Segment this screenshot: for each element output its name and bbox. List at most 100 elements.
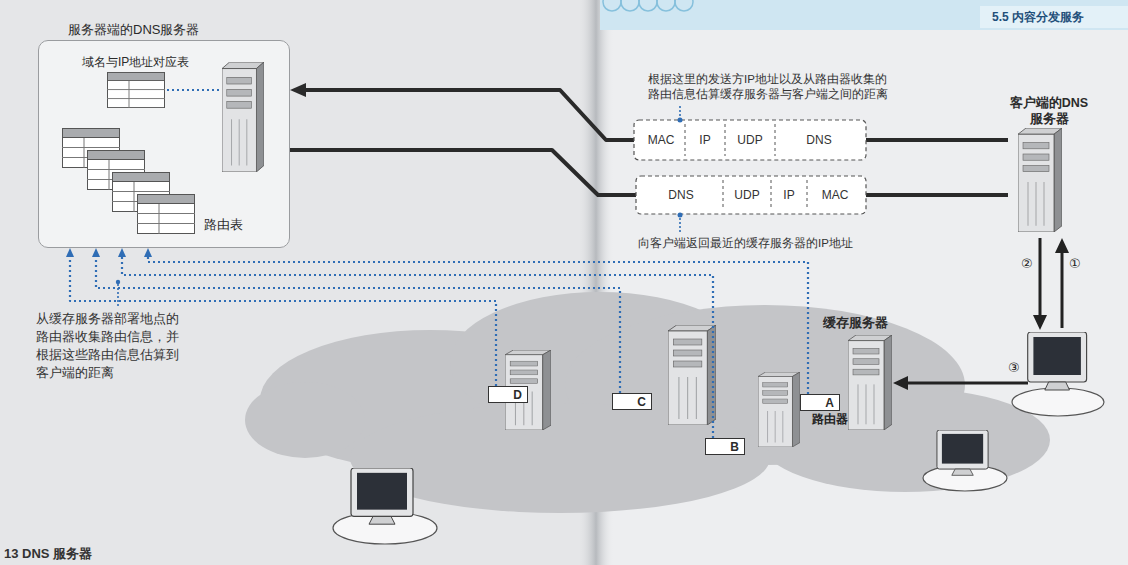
packet-frame-part [634,120,866,160]
packet-frame-part [775,124,776,156]
packet-field: MAC [640,124,682,156]
client-computers-part [1028,332,1087,390]
packet-frame-part [807,180,808,210]
packet-frame-part [636,176,866,214]
packet-field: IP [774,180,804,210]
header-band-part [675,0,693,11]
client-computers-part [351,468,413,524]
routing-table-icons [62,129,195,235]
router-box: C [612,393,652,410]
packet-field: UDP [726,180,768,210]
header-band-part [603,0,621,11]
leader-lines-part [679,106,681,118]
arrow-head [66,248,74,257]
node-text: IP [783,188,794,202]
header-band-part [600,0,1128,30]
client-computers-part [1012,388,1104,416]
header-band [600,0,1128,30]
packet-frame-part [685,124,686,156]
note-label: 根据这里的发送方IP地址以及从路由器收集的路由信息估算缓存服务器与客户端之间的距… [648,72,898,102]
leader-lines-part [116,280,120,284]
server-heading: 缓存服务器 [815,316,895,336]
note-label: 13 DNS 服务器 [4,546,204,562]
domain-table-icon [107,72,220,108]
packet-field: UDP [728,124,772,156]
packet-frame-part [725,124,726,156]
node-text: UDP [737,133,762,147]
server-icons-part [668,325,716,425]
domain-table-icon-part [167,89,220,91]
server-panel-fill [38,40,290,248]
callout-number: ② [1021,256,1037,272]
query-arrows-part [1055,238,1069,253]
node-text: C [637,396,646,408]
label-text: 路由器 [812,412,848,426]
packet-frame-part [771,180,772,210]
packet-field: DNS [642,180,720,210]
label-text: 5.5 内容分发服务 [992,10,1084,24]
query-arrows [893,238,1069,390]
router-box: A [800,394,840,411]
section-header: 5.5 内容分发服务 [992,10,1122,24]
packet-field: DNS [778,124,860,156]
text-slot: 路由表 [204,215,243,234]
router-box: B [705,438,745,455]
client-computers [333,332,1104,544]
note-label: 路由器 [812,412,856,426]
label-text: 从缓存服务器部署地点的路由器收集路由信息，并根据这些路由信息估算到客户端的距离 [36,312,179,380]
arrow-head [290,83,306,97]
node-text: B [730,441,739,453]
network-cloud-part [760,388,1050,492]
panel-border [38,40,290,248]
node-text: DNS [806,133,831,147]
server-icons-part [848,335,892,430]
node-text: MAC [822,188,849,202]
packet-field: MAC [810,180,860,210]
packet-frame [636,176,866,214]
packet-field: IP [688,124,722,156]
leader-lines-part [679,218,681,233]
packet-frame [634,120,866,160]
note-label: 向客户端返回最近的缓存服务器的IP地址 [638,236,900,250]
node-text: UDP [734,188,759,202]
leader-lines [116,106,683,306]
node-text: IP [699,133,710,147]
label-text: ③ [1008,360,1020,375]
node-text: 路由表 [204,217,243,232]
label-text: ① [1069,256,1081,271]
query-arrows-part [1039,238,1042,316]
server-panel-fill-part [38,40,290,248]
node-text: 客户端的DNS服务器 [1008,96,1090,127]
header-band-part [980,6,1128,28]
query-arrows-part [1033,315,1047,330]
dns-server-panel: 服务器端的DNS服务器域名与IP地址对应表路由表 [38,20,290,248]
connector-path [148,256,808,394]
node-text: 域名与IP地址对应表 [82,55,189,69]
text-slot: 域名与IP地址对应表 [82,52,189,71]
client-computers-part [937,430,988,475]
query-arrows-part [893,376,908,390]
label-text: 根据这里的发送方IP地址以及从路由器收集的路由信息估算缓存服务器与客户端之间的距… [648,73,888,100]
leader-lines-part [117,284,119,306]
server-heading: 客户端的DNS服务器 [1008,96,1090,236]
arrow-head [92,248,100,257]
node-text: 服务器端的DNS服务器 [68,22,199,37]
node-text: 缓存服务器 [815,316,895,332]
router-box: D [488,386,528,403]
route-collect-line [118,248,713,438]
arrow-head [118,248,126,257]
callout-number: ③ [1008,360,1024,376]
leader-lines-part [678,118,683,123]
packet-frame-part [723,180,724,210]
header-band-part [657,0,675,11]
text-slot: 服务器端的DNS服务器 [68,20,199,39]
note-label: 从缓存服务器部署地点的路由器收集路由信息，并根据这些路由信息估算到客户端的距离 [36,310,180,382]
query-arrows-part [1061,252,1064,328]
label-text: ② [1021,256,1033,271]
server-icons-part [758,372,800,447]
